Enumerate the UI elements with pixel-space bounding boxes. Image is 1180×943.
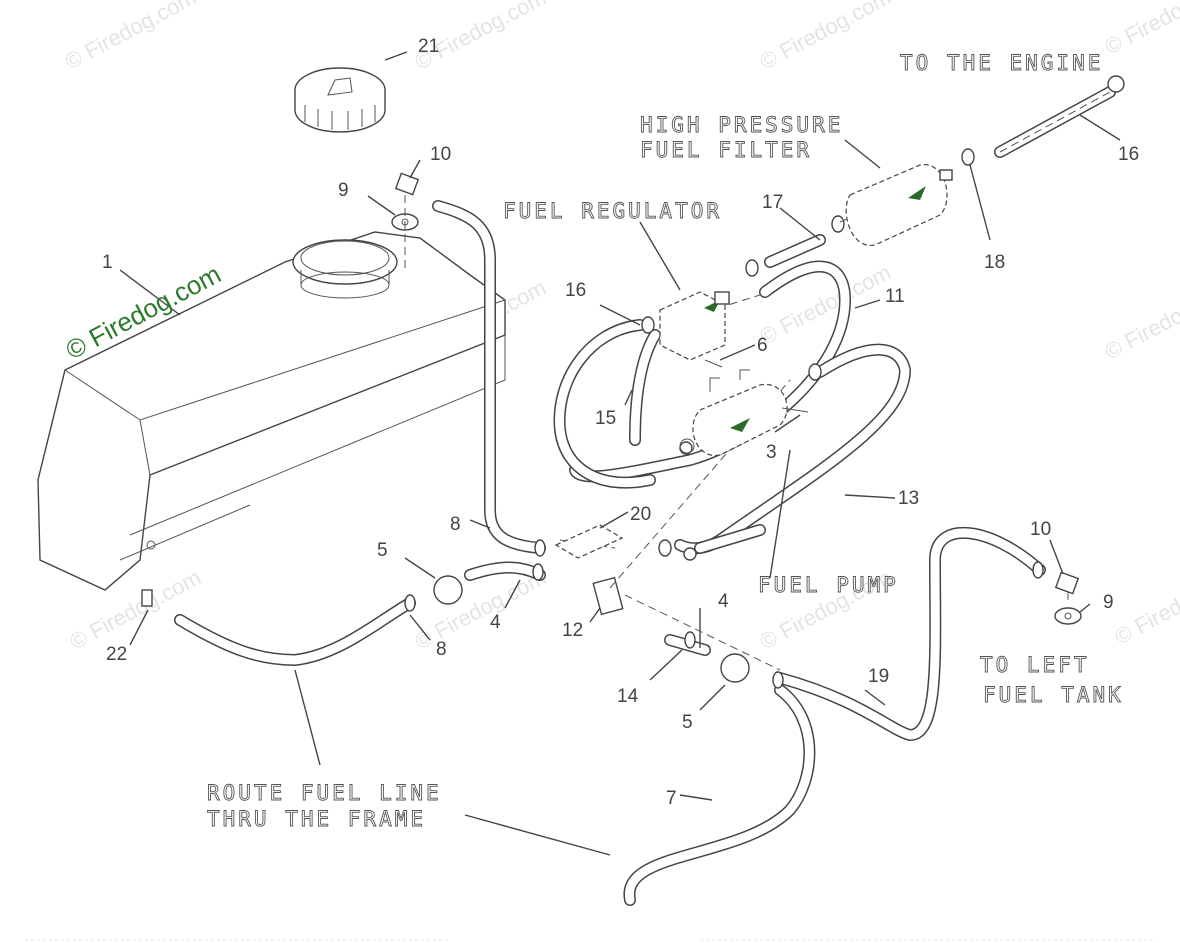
leader-lines — [119, 51, 1121, 856]
decal-20 — [554, 524, 624, 559]
callout-numbers: 21 10 9 1 17 16 18 16 11 6 15 3 13 20 8 … — [102, 36, 1139, 809]
label-to-engine: TO THE ENGINE — [900, 51, 1103, 75]
fuel-filter-icon — [845, 164, 953, 246]
tee-fitting — [592, 576, 624, 616]
callout-5: 5 — [682, 712, 693, 733]
callout-5: 5 — [377, 540, 388, 561]
watermark: © Firedog.com — [756, 0, 895, 74]
callout-9: 9 — [1103, 592, 1114, 613]
fuel-tank-icon — [37, 231, 506, 591]
callout-22: 22 — [106, 644, 127, 665]
label-route-1: ROUTE FUEL LINE — [207, 781, 442, 805]
callout-16: 16 — [565, 280, 586, 301]
text-labels: TO THE ENGINE HIGH PRESSURE FUEL FILTER … — [207, 51, 1124, 832]
callout-1: 1 — [102, 252, 113, 273]
label-fuel-pump: FUEL PUMP — [758, 573, 899, 597]
callout-16: 16 — [1118, 144, 1139, 165]
callout-15: 15 — [595, 408, 616, 429]
label-to-left-tank-2: FUEL TANK — [983, 683, 1124, 707]
callout-8: 8 — [450, 514, 461, 535]
grommet — [1054, 607, 1082, 625]
watermark: © Firedog.com — [1101, 0, 1180, 59]
callout-9: 9 — [338, 180, 349, 201]
inline-filter — [433, 575, 463, 605]
callout-3: 3 — [766, 442, 777, 463]
callout-4: 4 — [490, 612, 501, 633]
callout-4: 4 — [718, 591, 729, 612]
watermark: © Firedog.com — [1111, 559, 1180, 649]
callout-14: 14 — [617, 686, 639, 707]
callout-20: 20 — [630, 504, 651, 525]
elbow-fitting — [1054, 571, 1080, 595]
callout-10: 10 — [430, 144, 451, 165]
label-hp-filter-1: HIGH PRESSURE — [640, 113, 843, 137]
callout-11: 11 — [885, 286, 905, 307]
fuel-cap-icon — [294, 67, 386, 133]
inline-filter — [720, 653, 750, 683]
fitting-22 — [141, 589, 153, 607]
label-hp-filter-2: FUEL FILTER — [640, 138, 812, 162]
callout-19: 19 — [868, 666, 889, 687]
fuel-regulator-icon — [659, 291, 730, 368]
fuel-hoses — [174, 86, 1116, 906]
fuel-pump-icon — [679, 369, 809, 456]
callout-8: 8 — [436, 639, 447, 660]
callout-17: 17 — [762, 192, 783, 213]
callout-7: 7 — [666, 788, 677, 809]
watermark: © Firedog.com — [1101, 274, 1180, 364]
label-fuel-regulator: FUEL REGULATOR — [503, 199, 722, 223]
callout-18: 18 — [984, 252, 1005, 273]
label-route-2: THRU THE FRAME — [207, 807, 426, 831]
callout-6: 6 — [757, 335, 768, 356]
elbow-fitting — [394, 172, 420, 196]
watermark: © Firedog.com — [61, 0, 200, 74]
callout-21: 21 — [418, 36, 439, 57]
callout-13: 13 — [898, 488, 919, 509]
label-to-left-tank-1: TO LEFT — [980, 653, 1090, 677]
callout-10: 10 — [1030, 519, 1051, 540]
callout-12: 12 — [562, 620, 583, 641]
